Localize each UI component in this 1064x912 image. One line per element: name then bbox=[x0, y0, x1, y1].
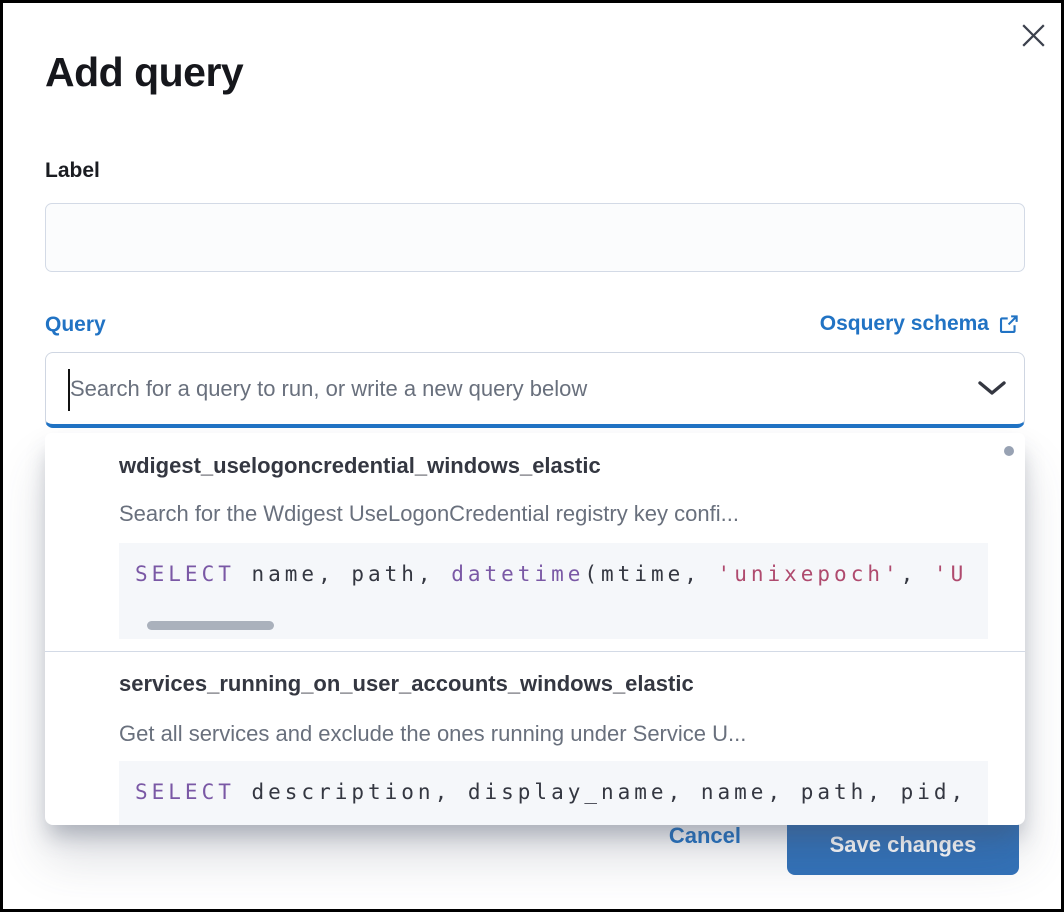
external-link-icon bbox=[998, 314, 1019, 335]
chevron-down-icon bbox=[978, 380, 1006, 397]
query-option-wdigest[interactable]: wdigest_uselogoncredential_windows_elast… bbox=[45, 433, 1025, 639]
add-query-modal: Add query Label Query Osquery schema Can… bbox=[3, 3, 1061, 909]
horizontal-scrollbar-thumb[interactable] bbox=[147, 621, 274, 630]
sql-text: description, display_name, name, path, p… bbox=[234, 780, 968, 804]
label-input[interactable] bbox=[45, 203, 1025, 272]
sql-keyword: SELECT bbox=[135, 562, 235, 586]
query-suggestions-dropdown: wdigest_uselogoncredential_windows_elast… bbox=[45, 433, 1025, 825]
sql-text: name, path, bbox=[234, 562, 452, 586]
label-field-label: Label bbox=[45, 159, 100, 182]
cancel-button[interactable]: Cancel bbox=[668, 823, 741, 848]
sql-text: , bbox=[900, 562, 934, 586]
sql-keyword: datetime bbox=[451, 562, 585, 586]
sql-text: (mtime, bbox=[584, 562, 718, 586]
sql-code-line: SELECT name, path, datetime(mtime, 'unix… bbox=[135, 561, 972, 587]
query-search-combobox[interactable] bbox=[45, 352, 1025, 428]
close-icon bbox=[1021, 23, 1046, 48]
query-option-title: services_running_on_user_accounts_window… bbox=[119, 671, 694, 696]
query-option-title: wdigest_uselogoncredential_windows_elast… bbox=[119, 453, 601, 478]
sql-keyword: SELECT bbox=[135, 780, 235, 804]
query-option-description: Search for the Wdigest UseLogonCredentia… bbox=[119, 501, 739, 526]
sql-string: 'unixepoch' bbox=[717, 562, 901, 586]
sql-string: 'U bbox=[933, 562, 968, 586]
save-changes-button[interactable]: Save changes bbox=[787, 815, 1019, 875]
query-option-code-block: SELECT name, path, datetime(mtime, 'unix… bbox=[119, 543, 988, 639]
query-option-services[interactable]: services_running_on_user_accounts_window… bbox=[45, 652, 1025, 825]
modal-footer: Cancel Save changes bbox=[669, 815, 1019, 875]
combobox-toggle[interactable] bbox=[960, 353, 1024, 424]
query-option-code-block: SELECT description, display_name, name, … bbox=[119, 761, 988, 825]
option-divider bbox=[45, 651, 1025, 652]
sql-code-line: SELECT description, display_name, name, … bbox=[135, 779, 972, 805]
query-search-input[interactable] bbox=[46, 375, 960, 402]
close-button[interactable] bbox=[1013, 15, 1053, 55]
page-title: Add query bbox=[45, 49, 244, 95]
osquery-schema-link[interactable]: Osquery schema bbox=[820, 312, 1019, 336]
vertical-scrollbar-thumb[interactable] bbox=[1004, 446, 1014, 456]
query-field-label: Query bbox=[45, 313, 106, 336]
text-cursor bbox=[68, 369, 70, 411]
osquery-schema-link-label: Osquery schema bbox=[819, 312, 989, 335]
query-option-description: Get all services and exclude the ones ru… bbox=[119, 721, 747, 746]
